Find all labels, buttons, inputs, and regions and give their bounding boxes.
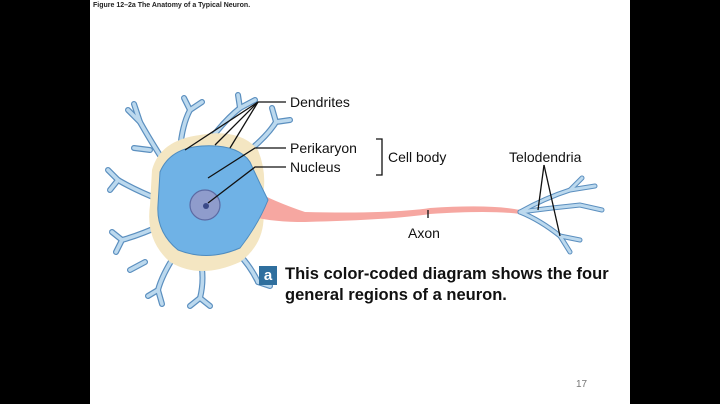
label-dendrites: Dendrites [290, 94, 350, 110]
label-axon: Axon [408, 225, 440, 241]
label-cell-body: Cell body [388, 149, 446, 165]
neuron-diagram: Dendrites Perikaryon Nucleus Cell body T… [105, 92, 605, 309]
slide: Figure 12–2a The Anatomy of a Typical Ne… [90, 0, 630, 404]
label-telodendria: Telodendria [509, 149, 582, 165]
page-number: 17 [576, 379, 588, 390]
figure-title: Figure 12–2a The Anatomy of a Typical Ne… [93, 2, 251, 9]
label-perikaryon: Perikaryon [290, 140, 357, 156]
telodendria-branches [517, 175, 605, 255]
axon-shape [250, 188, 520, 222]
leader-lines [184, 101, 561, 237]
caption-text: This color-coded diagram shows the four … [285, 265, 609, 304]
label-nucleus: Nucleus [290, 159, 341, 175]
caption-badge: a [259, 266, 277, 285]
